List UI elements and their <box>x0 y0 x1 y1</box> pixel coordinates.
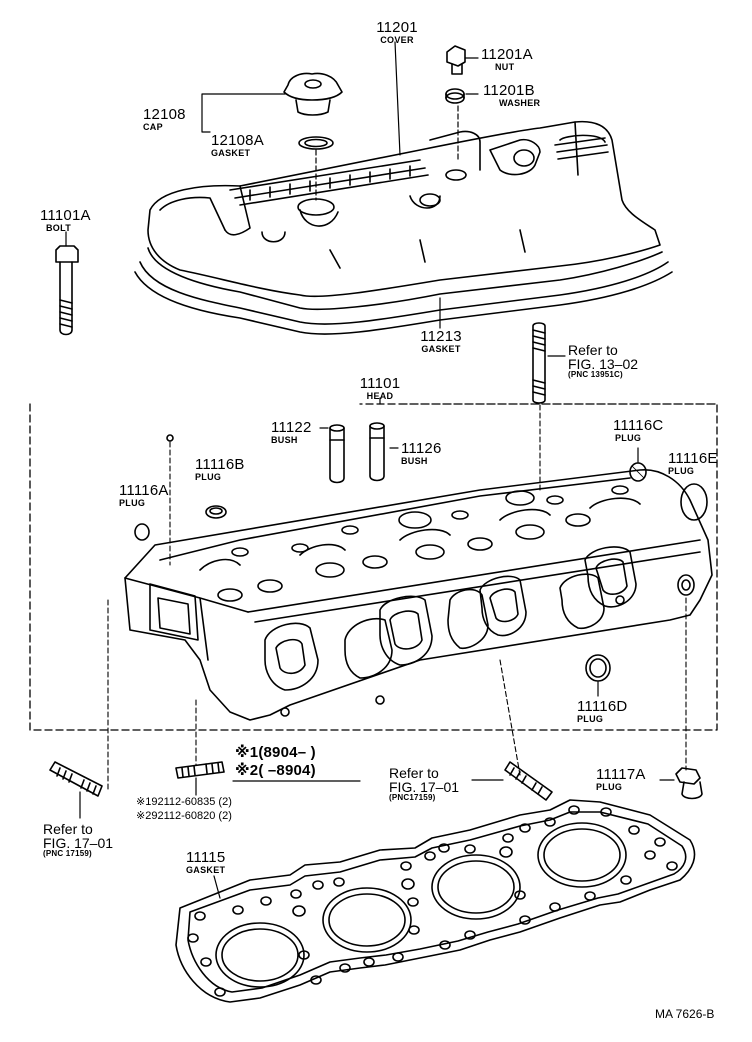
bolt <box>55 245 79 336</box>
label-plug-d: 11116D PLUG <box>577 699 627 724</box>
head-name: HEAD <box>366 391 394 401</box>
label-plug-a: 11116A PLUG <box>119 483 169 508</box>
oil-filler-cap <box>283 72 343 116</box>
plug-c <box>629 462 647 482</box>
stud-part-1: ※192112-60835 (2) <box>136 796 232 808</box>
plug-b-name: PLUG <box>195 472 222 482</box>
ref-17-01-mid-pnc: (PNC17159) <box>389 793 436 802</box>
head-gasket-name: GASKET <box>186 865 226 875</box>
label-cap: 12108 CAP <box>143 107 186 132</box>
cap-gasket-name: GASKET <box>211 148 251 158</box>
plug-a-name: PLUG <box>119 498 146 508</box>
label-plug-b: 11116B PLUG <box>195 457 245 482</box>
cap-name: CAP <box>143 122 163 132</box>
bolt-number: 11101A <box>40 207 91 224</box>
stud-right <box>504 761 553 801</box>
label-ref-13-02: Refer to FIG. 13–02 (PNC 13951C) <box>568 343 638 379</box>
plug-a <box>134 523 150 541</box>
head-gasket <box>175 799 696 1003</box>
cylinder-head <box>124 469 713 721</box>
plug-d-name: PLUG <box>577 714 604 724</box>
head-assembly-box <box>29 403 718 731</box>
plug-17a-number: 11117A <box>596 766 646 783</box>
ref-13-02-line1: Refer to <box>568 342 618 358</box>
head-number: 11101 <box>359 375 401 392</box>
bush2-name: BUSH <box>401 456 428 466</box>
ref-17-01-mid-line1: Refer to <box>389 765 439 781</box>
stud-upper <box>532 322 546 404</box>
label-cover: 11201 COVER <box>362 20 432 45</box>
plug-c-number: 11116C <box>613 417 664 434</box>
ref-13-02-pnc: (PNC 13951C) <box>568 370 623 379</box>
plug-17a <box>675 767 703 800</box>
stud-part-numbers: ※192112-60835 (2) ※292112-60820 (2) <box>136 797 232 822</box>
plug-b <box>205 505 227 519</box>
cover-washer <box>445 88 465 104</box>
bolt-name: BOLT <box>46 223 72 233</box>
label-ref-17-01-mid: Refer to FIG. 17–01 (PNC17159) <box>389 766 459 802</box>
ref-17-01-mid-line2: FIG. 17–01 <box>389 779 460 795</box>
plug-c-name: PLUG <box>615 433 642 443</box>
cover-gasket-name: GASKET <box>421 344 461 354</box>
stud-legend: ※1(8904– ) ※2( –8904) <box>235 745 316 778</box>
cover-name: COVER <box>380 35 414 45</box>
plug-e-number: 11116E <box>668 450 718 467</box>
diagram-code: MA 7626-B <box>655 1007 715 1021</box>
label-cap-gasket: 12108A GASKET <box>211 133 264 158</box>
valve-cover <box>134 120 673 335</box>
label-bush-2: 11126 BUSH <box>401 441 442 466</box>
cover-nut <box>446 45 466 75</box>
washer-number: 11201B <box>483 82 535 99</box>
label-bolt: 11101A BOLT <box>40 208 91 233</box>
ref-17-01-left-line1: Refer to <box>43 821 93 837</box>
label-washer: 11201B WASHER <box>483 83 540 108</box>
bush1-name: BUSH <box>271 435 298 445</box>
plug-b-number: 11116B <box>195 456 245 473</box>
label-head-gasket: 11115 GASKET <box>186 850 225 875</box>
stud-legend-2: ※2( –8904) <box>235 762 316 779</box>
stud-left <box>49 761 103 797</box>
cap-gasket <box>298 136 334 150</box>
valve-guide-bush-2 <box>369 422 385 482</box>
cover-gasket-number: 11213 <box>420 328 462 345</box>
washer-name: WASHER <box>499 98 541 108</box>
nut-number: 11201A <box>481 46 533 63</box>
cover-number: 11201 <box>376 19 418 36</box>
stud-middle <box>175 761 225 779</box>
cap-number: 12108 <box>143 106 186 123</box>
stud-legend-1: ※1(8904– ) <box>235 744 316 761</box>
plug-17a-name: PLUG <box>596 782 623 792</box>
label-plug-17a: 11117A PLUG <box>596 767 646 792</box>
label-cover-gasket: 11213 GASKET <box>406 329 476 354</box>
label-plug-c: 11116C PLUG <box>613 418 663 443</box>
head-gasket-number: 11115 <box>186 849 226 866</box>
label-plug-e: 11116E PLUG <box>668 451 718 476</box>
ref-17-01-left-pnc: (PNC 17159) <box>43 849 92 858</box>
label-bush-1: 11122 BUSH <box>271 420 312 445</box>
bush1-number: 11122 <box>271 419 312 436</box>
bush2-number: 11126 <box>401 440 442 457</box>
cap-gasket-number: 12108A <box>211 132 264 149</box>
valve-guide-bush-1 <box>329 424 345 484</box>
ref-17-01-left-line2: FIG. 17–01 <box>43 835 114 851</box>
plug-d <box>585 654 611 682</box>
stud-part-2: ※292112-60820 (2) <box>136 810 232 822</box>
label-ref-17-01-left: Refer to FIG. 17–01 (PNC 17159) <box>43 822 113 858</box>
nut-name: NUT <box>495 62 515 72</box>
plug-d-number: 11116D <box>577 698 628 715</box>
ref-13-02-line2: FIG. 13–02 <box>568 356 639 372</box>
label-nut: 11201A NUT <box>481 47 533 72</box>
plug-a-number: 11116A <box>119 482 169 499</box>
plug-e <box>680 483 708 521</box>
plug-e-name: PLUG <box>668 466 695 476</box>
label-head: 11101 HEAD <box>345 376 415 401</box>
